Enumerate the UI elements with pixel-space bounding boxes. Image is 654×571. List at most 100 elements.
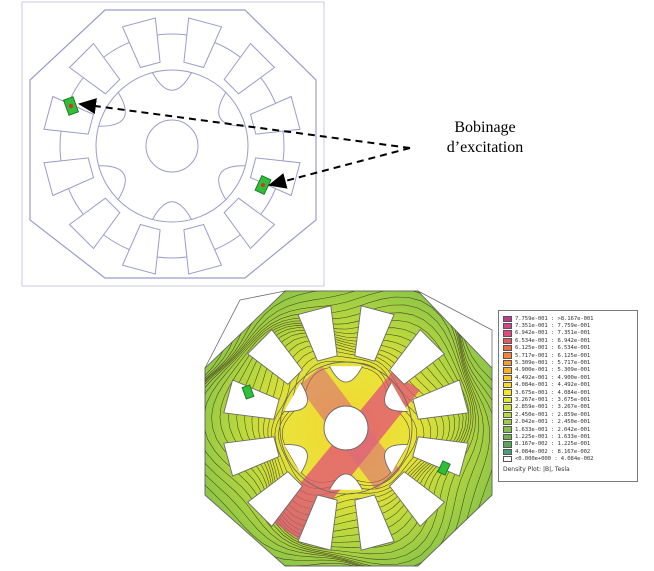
flux-line bbox=[205, 296, 476, 565]
legend-swatch bbox=[503, 382, 512, 389]
stator-slot bbox=[223, 197, 276, 250]
plot-stator-slot bbox=[297, 494, 338, 551]
legend-footer: Density Plot: |B|, Tesla bbox=[503, 465, 570, 473]
stator-slot bbox=[68, 197, 121, 250]
legend-row: 4.492e-001 : 4.900e-001 bbox=[503, 374, 634, 382]
legend-swatch bbox=[503, 426, 512, 433]
legend-row: 4.084e-001 : 4.492e-001 bbox=[503, 382, 634, 389]
legend-row: 2.042e-001 : 2.450e-001 bbox=[503, 418, 634, 426]
flux-line bbox=[257, 336, 451, 522]
legend-swatch bbox=[503, 352, 512, 359]
legend-label: 4.492e-001 : 4.900e-001 bbox=[515, 374, 591, 381]
callout-line-1: Bobinage bbox=[454, 119, 516, 136]
plot-stator-slot bbox=[297, 305, 338, 362]
legend-label: 2.450e-001 : 2.859e-001 bbox=[515, 411, 591, 418]
stator-slot bbox=[43, 157, 95, 197]
legend-swatch bbox=[503, 411, 512, 418]
rotor-outline bbox=[95, 69, 249, 223]
plot-stator-slot bbox=[247, 329, 303, 385]
legend-swatch bbox=[503, 322, 512, 330]
shaft bbox=[145, 119, 199, 173]
flux-line bbox=[236, 327, 464, 538]
plot-stator-slot bbox=[223, 379, 280, 420]
flux-line bbox=[228, 325, 467, 543]
legend-swatch bbox=[503, 330, 512, 337]
rotor-pole bbox=[152, 201, 192, 220]
legend-row: 2.450e-001 : 2.859e-001 bbox=[503, 411, 634, 418]
legend-label: <0.000e+000 : 4.084e-002 bbox=[515, 456, 594, 463]
flux-line bbox=[219, 320, 470, 549]
legend-label: 1.225e-001 : 1.633e-001 bbox=[515, 433, 591, 440]
plot-stator-slot bbox=[354, 305, 395, 362]
legend-swatch bbox=[503, 396, 512, 404]
legend-label: 4.900e-001 : 5.309e-001 bbox=[515, 367, 591, 374]
legend-label: 4.084e-001 : 4.492e-001 bbox=[515, 382, 591, 389]
legend-swatch bbox=[503, 441, 512, 448]
plot-winding-left bbox=[241, 384, 255, 400]
plot-stator-slot bbox=[412, 436, 469, 477]
legend-label: 8.167e-002 : 1.225e-001 bbox=[515, 441, 591, 448]
plot-stator-slot bbox=[389, 329, 445, 385]
arrow-to-right-winding bbox=[268, 147, 411, 189]
legend-row: 6.534e-001 : 6.942e-001 bbox=[503, 337, 634, 345]
legend-label: 2.042e-001 : 2.450e-001 bbox=[515, 419, 591, 426]
stator-slot bbox=[183, 17, 223, 69]
legend-swatch bbox=[503, 404, 512, 411]
rotor-pole bbox=[152, 72, 192, 91]
legend-row: 3.675e-001 : 4.084e-001 bbox=[503, 389, 634, 396]
flux-line bbox=[244, 329, 460, 534]
legend-label: 5.309e-001 : 5.717e-001 bbox=[515, 360, 591, 367]
flux-line bbox=[274, 355, 425, 496]
legend-label: 5.717e-001 : 6.125e-001 bbox=[515, 352, 591, 359]
plot-winding-right bbox=[437, 460, 451, 476]
stator-slot bbox=[68, 42, 121, 95]
excitation-winding-right bbox=[254, 174, 272, 196]
legend-swatch bbox=[503, 418, 512, 426]
legend-row: 5.717e-001 : 6.125e-001 bbox=[503, 352, 634, 359]
excitation-winding-left bbox=[62, 96, 80, 116]
legend-label: 6.534e-001 : 6.942e-001 bbox=[515, 337, 591, 344]
legend-row: 1.633e-001 : 2.042e-001 bbox=[503, 426, 634, 433]
callout-line-2: d’excitation bbox=[446, 139, 524, 156]
plot-stator-slots bbox=[223, 305, 469, 551]
legend-row: 3.267e-001 : 3.675e-001 bbox=[503, 396, 634, 404]
legend-label: 6.942e-001 : 7.351e-001 bbox=[515, 330, 591, 337]
plot-rotor-pole-gap bbox=[329, 473, 363, 491]
legend-label: 7.759e-001 : >8.167e-001 bbox=[515, 315, 594, 322]
plot-stator-slot bbox=[412, 379, 469, 420]
flux-line bbox=[263, 340, 445, 516]
flux-line bbox=[205, 304, 474, 560]
stator-slot bbox=[183, 223, 223, 275]
flux-line bbox=[251, 332, 455, 528]
legend-label: 6.125e-001 : 6.534e-001 bbox=[515, 345, 591, 352]
plot-rotor-pole-gap bbox=[329, 365, 363, 383]
plot-stator-slot bbox=[247, 471, 303, 527]
plot-stator-slot bbox=[389, 471, 445, 527]
legend-label: 4.084e-002 : 8.167e-002 bbox=[515, 448, 591, 455]
legend-swatch bbox=[503, 389, 512, 396]
legend-swatch bbox=[503, 433, 512, 441]
stator-bore bbox=[59, 33, 285, 259]
plot-rotor-pole-gap bbox=[384, 444, 408, 474]
legend-row: 7.759e-001 : >8.167e-001 bbox=[503, 315, 634, 322]
legend-swatch bbox=[503, 337, 512, 345]
legend-label: 3.675e-001 : 4.084e-001 bbox=[515, 389, 591, 396]
plot-rotor-ring bbox=[279, 361, 413, 495]
legend-label: 2.859e-001 : 3.267e-001 bbox=[515, 404, 591, 411]
legend-row: 2.859e-001 : 3.267e-001 bbox=[503, 404, 634, 411]
plot-rotor-pole-gap bbox=[284, 382, 308, 412]
plot-rotor-pole-gap bbox=[284, 444, 308, 474]
excitation-winding-label: Bobinage d’excitation bbox=[396, 118, 574, 158]
legend-swatch bbox=[503, 315, 512, 322]
rotor-pole bbox=[98, 165, 126, 200]
legend-row: 4.084e-002 : 8.167e-002 bbox=[503, 448, 634, 455]
legend-row: <0.000e+000 : 4.084e-002 bbox=[503, 455, 634, 463]
flux-line bbox=[267, 344, 438, 509]
legend-swatch bbox=[503, 367, 512, 374]
stator-slot bbox=[223, 42, 276, 95]
rotor-pole bbox=[218, 165, 246, 200]
